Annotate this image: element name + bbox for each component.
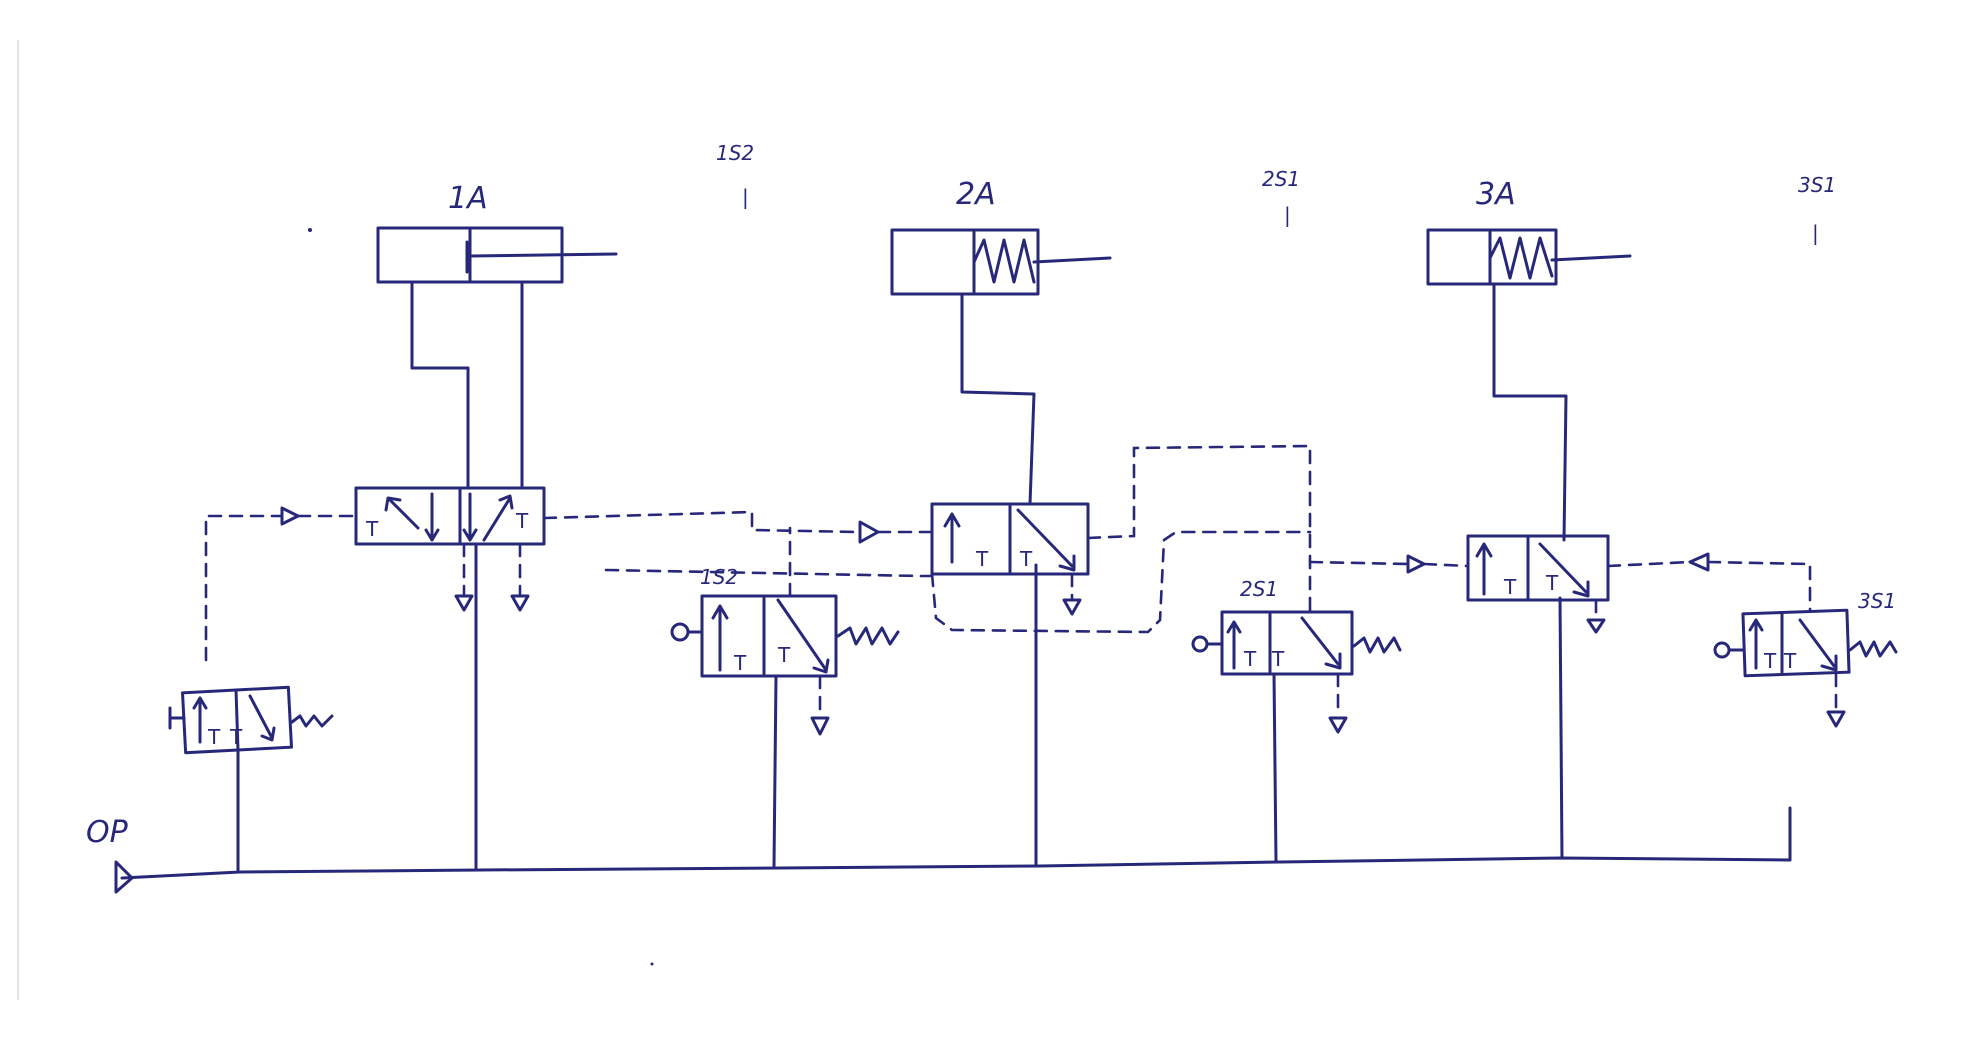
- sensor-marker-3s1-tick: |: [1812, 221, 1819, 245]
- valve-1s2-port-t-b: T: [777, 643, 791, 667]
- valve-1-main: T T: [354, 486, 546, 546]
- pilot-arrow-v3-icon: [1406, 554, 1426, 574]
- pilot-loop-upper: [1086, 444, 1312, 612]
- pilot-line-3s1-to-v3: [1606, 560, 1692, 568]
- sensor-marker-2s1-tick: |: [1284, 203, 1291, 227]
- valve-3-exhaust-icon: [1586, 618, 1606, 634]
- valve-1-port-t-left: T: [365, 517, 379, 541]
- pilot-line-3s1-up: [1706, 560, 1812, 612]
- valve-2-port-t-b: T: [1019, 547, 1033, 571]
- roller-icon: [1713, 641, 1731, 659]
- pilot-line-v1-to-v2: [542, 510, 860, 534]
- cylinder-2a-label: 2A: [956, 177, 996, 212]
- push-button-icon: [168, 706, 186, 730]
- valve-2s1-label: 2S1: [1240, 577, 1278, 601]
- paper-speck: [308, 228, 312, 232]
- valve-2-main: T T: [930, 502, 1090, 576]
- sensor-marker-2s1: 2S1 |: [1262, 167, 1300, 227]
- valve-3s1-exhaust-icon: [1826, 710, 1846, 728]
- cylinder-2a: [890, 228, 1112, 296]
- pilot-line-start-to-v1: [204, 514, 284, 662]
- supply-branches: [236, 543, 1564, 872]
- sensor-marker-2s1-label: 2S1: [1262, 167, 1300, 191]
- valve-3s1-port-t-b: T: [1783, 649, 1797, 673]
- pilot-loop-lower: [930, 530, 1312, 634]
- valve-1s2: T T: [670, 594, 900, 678]
- cylinder-3a: [1426, 228, 1632, 286]
- valve-start-port-t-b: T: [229, 725, 243, 749]
- cylinder-2a-line: [960, 292, 1036, 506]
- valve-2s1-port-t-b: T: [1271, 647, 1285, 671]
- valve-3s1: T T: [1713, 608, 1898, 678]
- supply-line: [114, 806, 1792, 894]
- pilot-line-1s2-return: [604, 568, 934, 578]
- valve-1s2-label: 1S2: [700, 565, 738, 589]
- valve-1-exhaust-a-icon: [454, 594, 474, 612]
- sensor-marker-1s2-label: 1S2: [716, 141, 754, 165]
- supply-source-triangle-icon: [114, 860, 134, 894]
- cylinder-1a-line-a: [410, 280, 470, 490]
- valve-1s2-port-t-a: T: [733, 651, 747, 675]
- supply-label: OP: [86, 815, 129, 850]
- valve-3-main: T T: [1466, 534, 1610, 602]
- valve-2-exhaust-icon: [1062, 598, 1082, 616]
- valve-2-port-t-a: T: [975, 547, 989, 571]
- valve-start: T T: [168, 685, 334, 755]
- cylinder-3a-label: 3A: [1476, 177, 1516, 212]
- valve-3s1-port-t-a: T: [1763, 649, 1777, 673]
- sensor-marker-3s1-label: 3S1: [1798, 173, 1836, 197]
- valve-1-port-t-right: T: [515, 509, 529, 533]
- valve-3-port-t-a: T: [1503, 575, 1517, 599]
- valve-2s1-exhaust-icon: [1328, 716, 1348, 734]
- valve-3-port-t-b: T: [1545, 571, 1559, 595]
- pilot-arrow-v2-icon: [858, 520, 880, 544]
- valve-1s2-exhaust-icon: [810, 716, 830, 736]
- valve-1-exhaust-b-icon: [510, 594, 530, 612]
- valve-2s1-port-t-a: T: [1243, 647, 1257, 671]
- pilot-line-to-v3-end: [1422, 562, 1470, 568]
- pilot-arrow-icon: [280, 506, 300, 526]
- valve-3s1-label: 3S1: [1858, 589, 1896, 613]
- valve-start-port-t-a: T: [207, 725, 221, 749]
- sensor-marker-3s1: 3S1 |: [1798, 173, 1836, 245]
- cylinder-3a-line: [1492, 282, 1568, 542]
- roller-icon: [1191, 635, 1209, 653]
- pilot-arrow-3s1-icon: [1688, 552, 1710, 572]
- valve-2s1: T T: [1191, 610, 1402, 676]
- sensor-marker-1s2: 1S2 |: [716, 141, 754, 209]
- cylinder-1a: [376, 226, 618, 284]
- paper-speck: [650, 962, 654, 966]
- sensor-marker-1s2-tick: |: [742, 185, 749, 209]
- pilot-line-to-v3: [1308, 560, 1410, 566]
- roller-icon: [670, 622, 690, 642]
- cylinder-1a-label: 1A: [448, 181, 488, 216]
